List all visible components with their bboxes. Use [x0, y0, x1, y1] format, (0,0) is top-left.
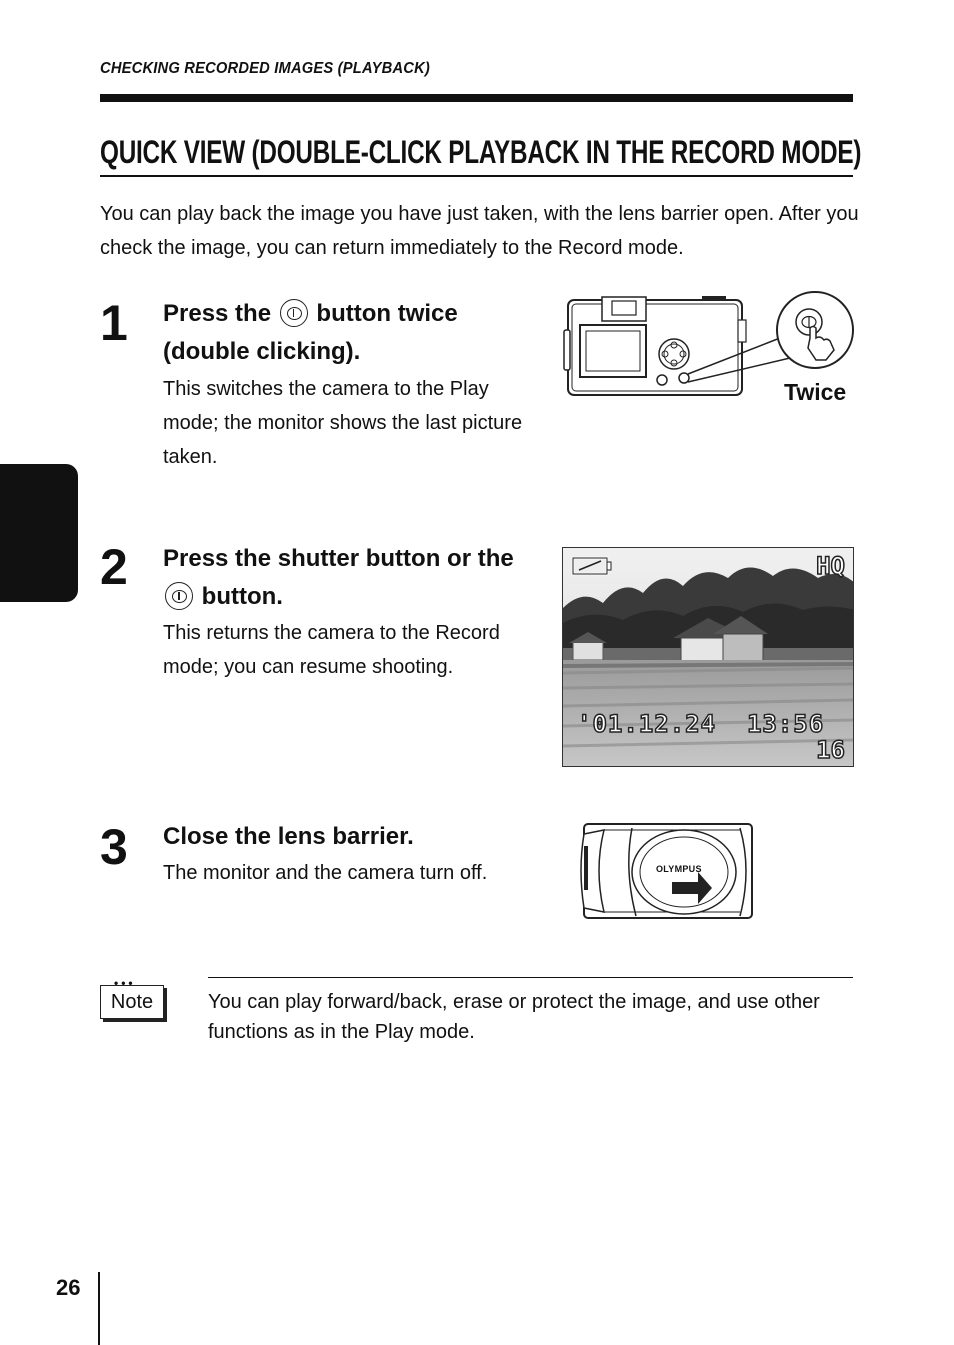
step-2-heading-b: button. [201, 583, 283, 610]
play-button-icon [279, 299, 308, 327]
step-2-body: This returns the camera to the Record mo… [163, 622, 500, 678]
step-1-body: This switches the camera to the Play mod… [163, 378, 523, 468]
step-2-number: 2 [100, 539, 128, 595]
step-1-heading-a: Press the [163, 300, 272, 327]
title-rule [100, 175, 853, 177]
step-2-heading: Press the shutter button or the button. [163, 540, 543, 616]
camera-front-drawing [580, 823, 753, 919]
olympus-logo: OLYMPUS [656, 864, 702, 874]
step-3-body: The monitor and the camera turn off. [163, 862, 488, 884]
camera-front-illustration: OLYMPUS [580, 820, 756, 922]
camera-back-illustration [563, 291, 854, 396]
step-1-heading-b: button twice (double clicking). [163, 300, 458, 365]
running-head: CHECKING RECORDED IMAGES (PLAYBACK) [100, 60, 431, 77]
side-tab-label: PLAYING BACK PICTURES [125, 468, 142, 668]
step-2-heading-a: Press the shutter button or the [163, 545, 514, 572]
step-1-heading: Press the button twice (double clicking)… [163, 295, 543, 371]
frame-counter: 16 [815, 735, 845, 765]
datetime-readout: '01.12.24 13:56 [576, 709, 825, 739]
note-text: You can play forward/back, erase or prot… [208, 991, 820, 1043]
twice-label: Twice [784, 379, 847, 405]
quality-indicator: HQ [815, 551, 845, 581]
step-1-number: 1 [100, 295, 128, 351]
section-title: QUICK VIEW (DOUBLE-CLICK PLAYBACK IN THE… [100, 134, 862, 170]
monitor-screen: HQ '01.12.24 13:56 16 [562, 547, 854, 767]
play-button-icon [165, 582, 193, 610]
landscape-photo [563, 548, 853, 766]
intro-paragraph: You can play back the image you have jus… [100, 203, 859, 259]
page-number-rule [98, 1272, 100, 1345]
step-3-heading: Close the lens barrier. [163, 823, 414, 850]
note-badge: Note [100, 985, 164, 1019]
header-rule [100, 94, 853, 102]
note-rule [208, 977, 853, 978]
side-tab: PLAYING BACK PICTURES [0, 464, 142, 667]
page-number: 26 [56, 1275, 81, 1300]
step-3-number: 3 [100, 819, 128, 875]
